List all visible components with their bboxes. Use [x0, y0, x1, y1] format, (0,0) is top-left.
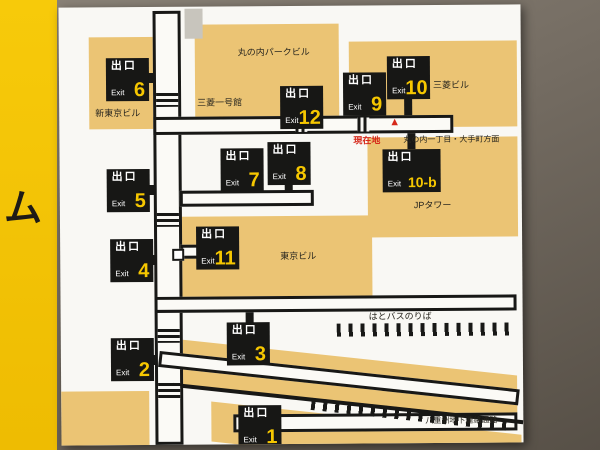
building-bottom-left [61, 390, 150, 446]
building-label-mitsubishi: 三菱ビル [432, 79, 470, 91]
exit-number: 7 [248, 169, 260, 192]
exit-jp-label: 出口 [243, 407, 270, 420]
exit-jp-label: 出口 [115, 340, 142, 353]
exit-number: 4 [138, 259, 150, 283]
strip-partial-text: ム [4, 188, 43, 230]
exit-jp-label: 出口 [347, 74, 375, 87]
exit-number: 1 [266, 426, 278, 446]
stairs-icon [156, 92, 179, 107]
exit-jp-label: 出口 [115, 241, 142, 254]
current-location-label: 現在地 [353, 135, 381, 146]
walkway-long-horizontal [154, 294, 517, 313]
exit-box-1: 出口 Exit 1 [238, 405, 282, 446]
exit-number: 3 [254, 343, 266, 366]
walkway-mid-horizontal [179, 189, 314, 207]
exit-en-label: Exit [115, 269, 129, 279]
exit-box-2: 出口 Exit 2 [110, 337, 155, 382]
exit-jp-label: 出口 [387, 151, 414, 164]
stub-exit10 [404, 98, 413, 116]
exit-en-label: Exit [392, 86, 406, 96]
building-label-jp-tower: JPタワー [413, 199, 452, 211]
exit-en-label: Exit [111, 199, 126, 209]
exit-number: 9 [370, 93, 383, 116]
exit-en-label: Exit [231, 352, 246, 362]
walkway-main-vertical [152, 10, 184, 445]
exit-jp-label: 出口 [225, 150, 252, 163]
yaesu-passage-label: 八重洲地下連絡通路 [425, 415, 498, 426]
direction-label: 丸の内一丁目・大手町方面 [403, 134, 500, 145]
exit-en-label: Exit [272, 172, 287, 182]
current-location-triangle-icon: ▲ [389, 116, 401, 129]
exit-box-5: 出口 Exit 5 [106, 168, 150, 213]
exit-box-10b: 出口 Exit 10-b [382, 148, 441, 193]
stairs-icon [158, 382, 181, 399]
exit-jp-label: 出口 [110, 60, 137, 73]
exit-jp-label: 出口 [231, 324, 258, 337]
exit-box-8: 出口 Exit 8 [267, 141, 311, 186]
exit-en-label: Exit [201, 256, 215, 266]
stairs-icon [157, 328, 180, 343]
stairs-icon [156, 212, 180, 227]
stairs-icon [357, 117, 370, 132]
exit-jp-label: 出口 [272, 143, 299, 157]
exit-jp-label: 出口 [285, 87, 312, 101]
exit-number: 10 [405, 77, 428, 100]
exit-box-4: 出口 Exit 4 [110, 238, 154, 283]
exit-jp-label: 出口 [111, 171, 138, 184]
building-label-marunouchi-park: 丸の内パークビル [237, 46, 310, 58]
building-label-shin-tokyo: 新東京ビル [95, 108, 141, 119]
exit-en-label: Exit [115, 368, 130, 378]
exit-box-7: 出口 Exit 7 [220, 148, 264, 192]
exit-number: 8 [295, 162, 307, 185]
yellow-sign-strip: ム [0, 0, 57, 450]
elevator-icon [172, 248, 185, 261]
exit-en-label: Exit [111, 88, 125, 98]
exit-number: 2 [138, 358, 151, 382]
building-label-mitsubishi-ichigokan: 三菱一号館 [197, 97, 243, 108]
exit-number: 11 [214, 247, 236, 270]
exit-jp-label: 出口 [201, 228, 228, 241]
exit-en-label: Exit [243, 435, 257, 445]
exit-box-6: 出口 Exit 6 [105, 57, 150, 102]
exit-number: 5 [134, 190, 146, 213]
exit-en-label: Exit [285, 115, 299, 126]
exit-en-label: Exit [225, 178, 240, 188]
exit-jp-label: 出口 [391, 58, 418, 71]
building-label-tokyo-bldg: 東京ビル [280, 250, 317, 262]
exit-box-3: 出口 Exit 3 [226, 322, 270, 366]
exit-box-9: 出口 Exit 9 [342, 72, 387, 116]
bus-stop-label: はとバスのりば [368, 311, 432, 322]
exit-en-label: Exit [387, 179, 402, 189]
exit-en-label: Exit [348, 102, 362, 112]
exit-number: 12 [298, 106, 321, 129]
exit-number: 10-b [407, 173, 437, 190]
exit-number: 6 [133, 79, 146, 102]
bus-stop-hatch [336, 322, 515, 337]
escalator-icon [184, 8, 203, 39]
